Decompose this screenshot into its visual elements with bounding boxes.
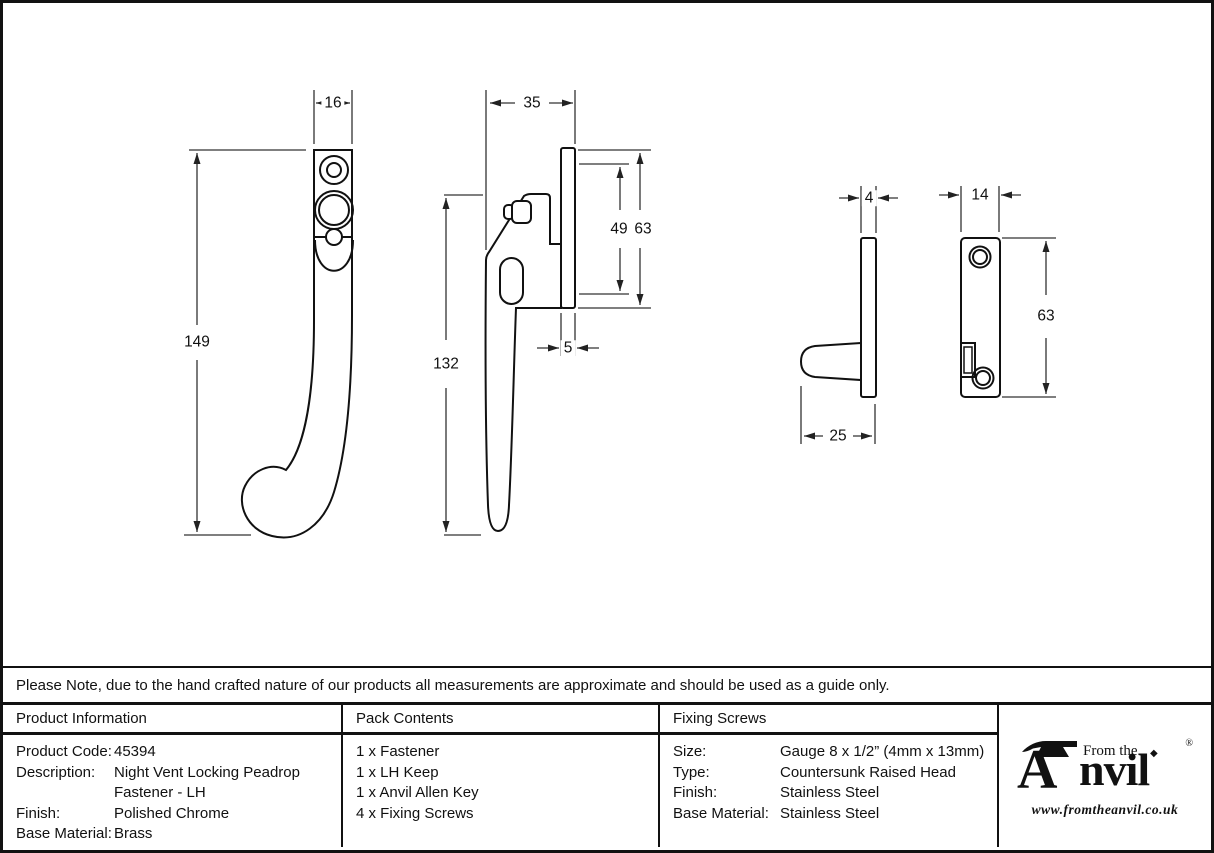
dims-front-view	[184, 90, 353, 536]
row-label: Size:	[673, 743, 707, 760]
dim-label-side-inner-height: 49	[607, 221, 631, 237]
logo-website: www.fromtheanvil.co.uk	[1031, 802, 1179, 817]
list-item: 1 x Anvil Allen Key	[356, 784, 479, 801]
fastener-front-view	[240, 149, 354, 539]
list-item: 1 x LH Keep	[356, 763, 439, 781]
table-row: Description: Night Vent Locking Peadrop	[16, 763, 341, 784]
dim-label-side-width: 35	[520, 95, 544, 111]
table-row: Base Material: Stainless Steel	[673, 804, 997, 825]
row-value: Stainless Steel	[780, 784, 880, 801]
table-row: Finish: Polished Chrome	[16, 804, 341, 825]
row-value: Gauge 8 x 1/2” (4mm x 13mm)	[780, 743, 985, 760]
brand-cell: A From the ◆ nvil ® www.fromtheanvil.co.…	[999, 705, 1211, 847]
row-value: Night Vent Locking Peadrop	[114, 763, 300, 781]
row-label: Type:	[673, 763, 710, 781]
table-row: Size: Gauge 8 x 1/2” (4mm x 13mm)	[673, 742, 997, 763]
list-item: 1 x Fastener	[356, 743, 440, 760]
list-item: 4 x Fixing Screws	[356, 804, 474, 822]
pack-contents-header: Pack Contents	[343, 705, 658, 735]
fixing-screws-body: Size: Gauge 8 x 1/2” (4mm x 13mm) Type: …	[660, 735, 997, 824]
dim-label-keep-side-depth: 25	[826, 428, 850, 444]
fixing-screws-cell: Fixing Screws Size: Gauge 8 x 1/2” (4mm …	[660, 705, 999, 847]
dim-label-keep-side-thickness: 4	[861, 190, 877, 206]
product-information-header: Product Information	[3, 705, 341, 735]
row-label: Base Material:	[673, 804, 769, 822]
row-label: Finish:	[673, 784, 718, 801]
from-the-anvil-logo: A From the ◆ nvil ® www.fromtheanvil.co.…	[1017, 734, 1193, 818]
row-value: 45394	[114, 743, 156, 760]
row-label: Product Code:	[16, 743, 112, 760]
product-information-cell: Product Information Product Code: 45394 …	[3, 705, 343, 847]
technical-drawing	[184, 90, 1056, 539]
keep-front-view	[960, 237, 1001, 398]
logo-brand-rest: nvil	[1079, 744, 1150, 795]
row-value: Stainless Steel	[780, 804, 880, 822]
row-label: Description:	[16, 763, 96, 781]
dims-keep-side	[800, 186, 898, 444]
keep-side-view	[799, 237, 877, 398]
measurement-note: Please Note, due to the hand crafted nat…	[3, 666, 1211, 702]
fixing-screws-header: Fixing Screws	[660, 705, 997, 735]
row-label: Base Material:	[16, 825, 112, 842]
diamond-icon: ◆	[1150, 748, 1158, 759]
pack-contents-cell: Pack Contents 1 x Fastener 1 x LH Keep 1…	[343, 705, 660, 847]
table-row: Fastener - LH	[16, 783, 341, 804]
table-row: Base Material: Brass	[16, 824, 341, 845]
row-label: Finish:	[16, 804, 61, 822]
row-value: Polished Chrome	[114, 804, 230, 822]
dim-label-side-handle-height: 132	[430, 356, 462, 372]
dim-label-keep-front-height: 63	[1034, 308, 1058, 324]
row-value: Fastener - LH	[114, 784, 206, 801]
anvil-icon	[1022, 741, 1077, 757]
dim-label-front-height: 149	[181, 334, 213, 350]
table-row: Finish: Stainless Steel	[673, 783, 997, 804]
dim-label-side-plate-thickness: 5	[560, 340, 576, 356]
pack-contents-body: 1 x Fastener 1 x LH Keep 1 x Anvil Allen…	[343, 735, 658, 824]
row-label	[16, 783, 114, 804]
table-row: Product Code: 45394	[16, 742, 341, 763]
dim-label-keep-front-width: 14	[968, 187, 992, 203]
dim-label-front-width: 16	[321, 95, 345, 111]
fastener-side-view	[484, 147, 576, 533]
product-information-body: Product Code: 45394 Description: Night V…	[3, 735, 341, 845]
dims-side-view	[442, 90, 651, 536]
dims-keep-front	[939, 186, 1056, 398]
dim-label-side-plate-height: 63	[631, 221, 655, 237]
technical-drawing-area: 16 149 35 132 49 63 5 4 25 14 63	[3, 3, 1211, 666]
table-row: Type: Countersunk Raised Head	[673, 763, 997, 784]
info-table: Product Information Product Code: 45394 …	[3, 702, 1211, 847]
registered-mark: ®	[1185, 738, 1193, 749]
logo-tagline: From the	[1083, 743, 1138, 759]
row-value: Brass	[114, 825, 153, 842]
logo-letter-a: A	[1017, 739, 1058, 801]
row-value: Countersunk Raised Head	[780, 763, 956, 781]
